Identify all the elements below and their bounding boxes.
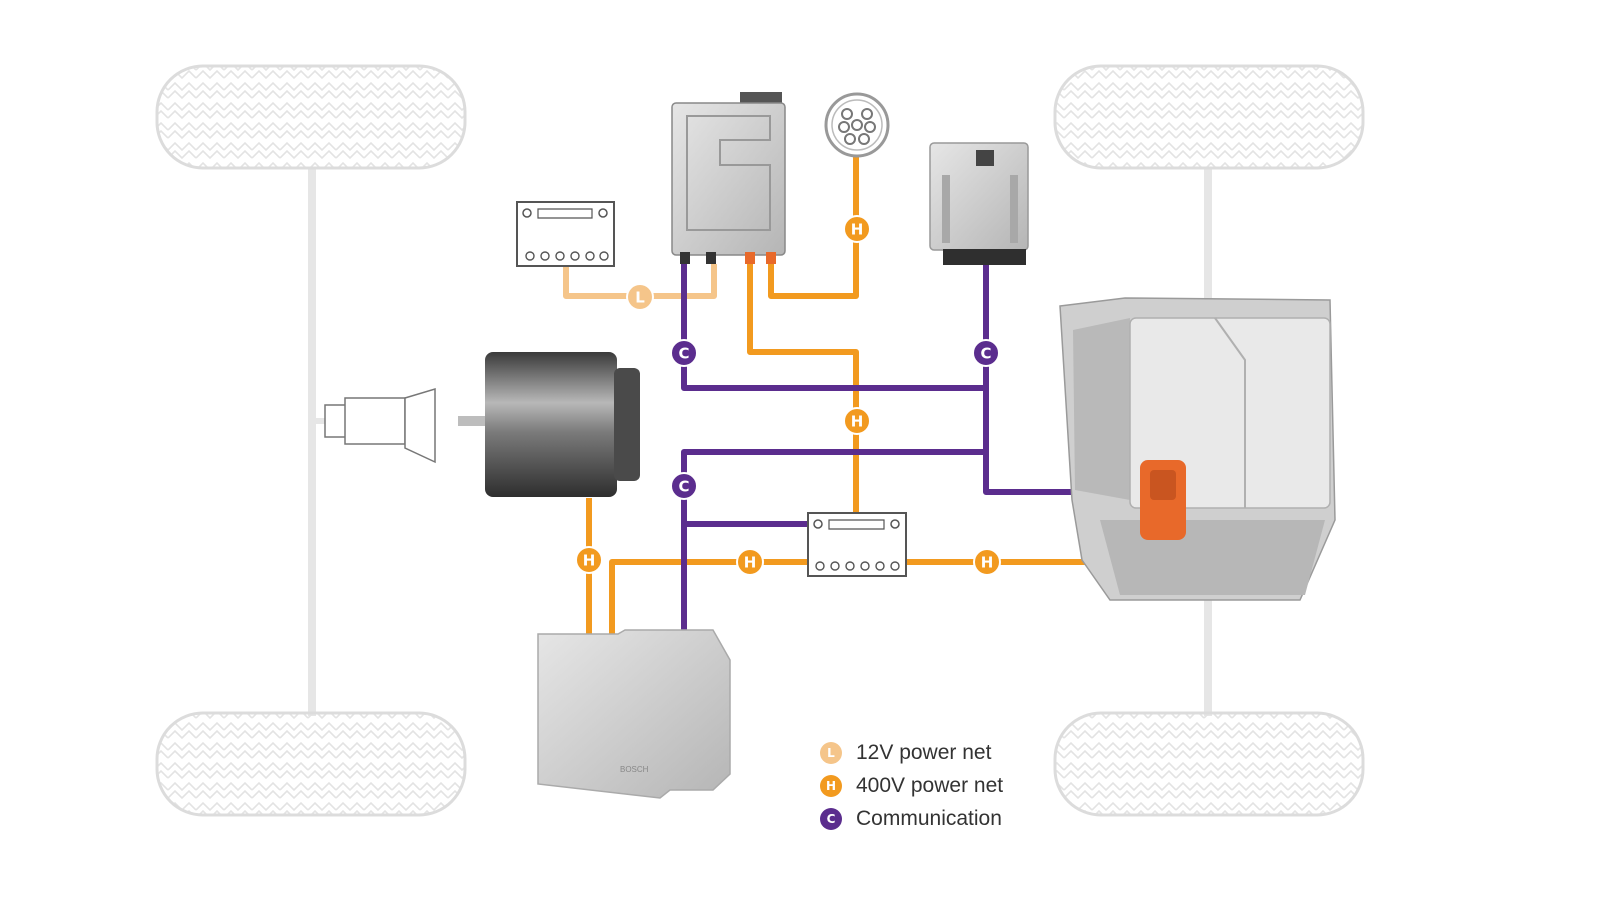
node-badge-letter: L	[635, 289, 645, 307]
wheel-rear-left	[155, 711, 467, 817]
node-badge-letter: H	[981, 554, 994, 572]
left-axle	[308, 168, 316, 716]
node-badge-high: H	[973, 548, 1001, 576]
node-badge-letter: H	[851, 413, 864, 431]
electric-motor	[324, 352, 640, 497]
node-badge-letter: C	[678, 478, 689, 496]
wheel-front-left	[155, 64, 467, 170]
node-badge-letter: H	[851, 221, 864, 239]
wheel-front-right	[1053, 64, 1365, 170]
node-badge-letter: H	[583, 552, 596, 570]
legend-badge-low: L	[820, 741, 842, 764]
drive-unit: BOSCH	[537, 629, 731, 799]
battery-12v-top	[516, 201, 615, 267]
node-badge-high: H	[843, 407, 871, 435]
legend-item-12v: L 12V power net	[820, 736, 1003, 769]
legend-label-12v: 12V power net	[856, 740, 992, 764]
dc-dc-converter	[671, 92, 786, 264]
node-badge-high: H	[843, 215, 871, 243]
legend-badge-high: H	[820, 774, 842, 797]
vehicle-control-unit	[929, 142, 1029, 265]
node-badge-comm: C	[972, 339, 1000, 367]
legend-badge-comm: C	[820, 807, 842, 830]
legend-item-400v: H 400V power net	[820, 769, 1003, 802]
battery-junction-box	[807, 512, 907, 577]
node-badge-comm: C	[670, 472, 698, 500]
chassis	[155, 64, 1365, 817]
node-badge-high: H	[736, 548, 764, 576]
legend-label-communication: Communication	[856, 806, 1002, 830]
legend-label-400v: 400V power net	[856, 773, 1004, 797]
line-comm-vcu	[983, 262, 1074, 495]
line-comm-bus	[681, 449, 986, 634]
node-badge-letter: H	[744, 554, 757, 572]
wheel-rear-right	[1053, 711, 1365, 817]
node-badge-letter: C	[678, 345, 689, 363]
node-badge-high: H	[575, 546, 603, 574]
svg-text:BOSCH: BOSCH	[620, 765, 649, 774]
node-badge-letter: C	[980, 345, 991, 363]
line-comm-dcdc	[681, 262, 986, 391]
node-badge-low: L	[626, 283, 654, 311]
node-badge-comm: C	[670, 339, 698, 367]
hv-battery	[1059, 297, 1336, 601]
legend: L 12V power net H 400V power net C Commu…	[820, 736, 1003, 835]
charging-socket	[824, 92, 890, 158]
legend-item-communication: C Communication	[820, 802, 1003, 835]
line-400v-drive-junction	[609, 559, 808, 634]
